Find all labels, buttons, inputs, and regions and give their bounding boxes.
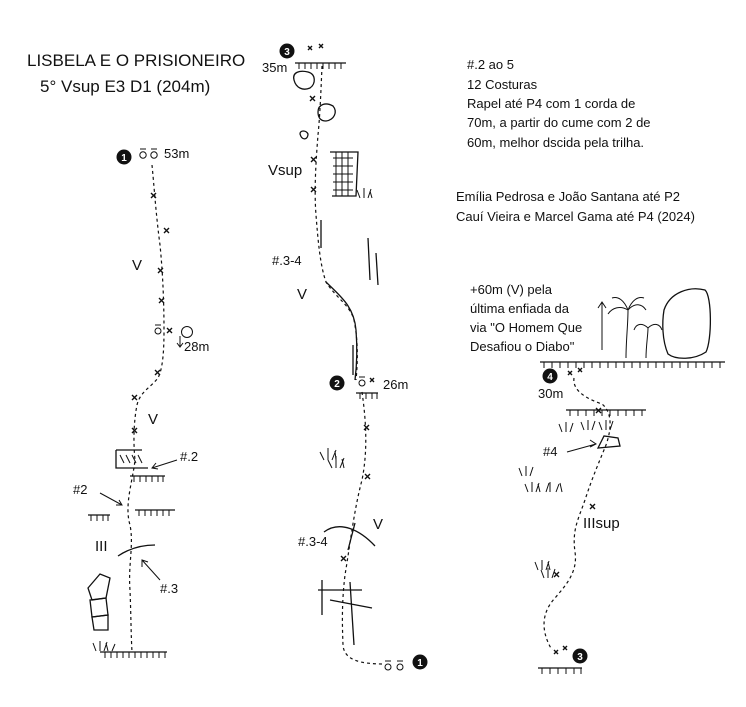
credit-line-2: Cauí Vieira e Marcel Gama até P4 (2024) bbox=[456, 209, 695, 224]
pitch-4-route-line bbox=[543, 377, 611, 651]
grass-icon bbox=[356, 188, 373, 199]
up-arrow-icon bbox=[597, 301, 607, 350]
bolt-markers bbox=[553, 407, 602, 578]
route-credits: Emília Pedrosa e João Santana até P2 Cau… bbox=[456, 189, 695, 224]
anchor-rings-icon bbox=[358, 376, 366, 387]
pitch-1-grade-upper: V bbox=[132, 257, 142, 274]
bush-icon bbox=[518, 466, 563, 579]
pitch-2-cams: #.3-4 bbox=[298, 534, 328, 549]
credit-line-1: Emília Pedrosa e João Santana até P2 bbox=[456, 189, 680, 204]
belay-marker-3-top bbox=[279, 43, 295, 59]
pitch-3-belay-length: 35m bbox=[262, 60, 287, 75]
bolt-markers bbox=[340, 424, 371, 562]
rappel-ring-icon bbox=[154, 324, 193, 348]
belay-marker-top bbox=[116, 149, 132, 165]
pitch-4-belay-length: 30m bbox=[538, 386, 563, 401]
pitch-1-route-line bbox=[127, 164, 165, 653]
pillar-line bbox=[325, 281, 358, 381]
belay-marker-3-top-label: 3 bbox=[284, 47, 290, 58]
anchor-bolts-icon bbox=[567, 367, 583, 376]
extension-line-2: última enfiada da bbox=[470, 301, 570, 316]
cam-b-arrow-icon bbox=[99, 492, 123, 506]
palm-tree-icon bbox=[607, 297, 663, 359]
belay-marker-2 bbox=[329, 375, 345, 391]
bolt-markers bbox=[309, 95, 317, 193]
extension-line-1: +60m (V) pela bbox=[470, 282, 553, 297]
topo-title: LISBELA E O PRISIONEIRO bbox=[27, 51, 245, 70]
note-rappel-1: Rapel até P4 com 1 corda de bbox=[467, 96, 635, 111]
pitch-2-route-line bbox=[341, 391, 385, 665]
summit-boulder bbox=[662, 288, 712, 359]
pitch-1-cam-b: #2 bbox=[73, 482, 87, 497]
pitch-4-panel: +60m (V) pela última enfiada da via "O H… bbox=[470, 282, 725, 674]
anchor-bolts-icon bbox=[307, 43, 324, 51]
crack-grid bbox=[318, 580, 373, 646]
belay-marker-4-label: 4 bbox=[547, 372, 553, 383]
pitch-1-belay-length: 53m bbox=[164, 146, 189, 161]
pitch-1-rappel-length: 28m bbox=[184, 339, 209, 354]
belay-marker-3-bottom-label: 3 bbox=[577, 652, 583, 663]
belay-marker-2-label: 2 bbox=[334, 379, 340, 390]
note-rappel-3: 60m, melhor dscida pela trilha. bbox=[467, 135, 644, 150]
note-rappel-2: 70m, a partir do cume com 2 de bbox=[467, 115, 651, 130]
pitch-1-panel: 1 53m 28m V V bbox=[73, 146, 209, 658]
pitch-1-cam-a: #.2 bbox=[180, 449, 198, 464]
anchor-rings-icon bbox=[384, 660, 404, 671]
anchor-bolts-icon bbox=[553, 645, 568, 655]
note-cams: #.2 ao 5 bbox=[467, 57, 514, 72]
boulder-stack bbox=[87, 573, 111, 631]
roof-feature bbox=[115, 449, 165, 482]
ledge-features bbox=[88, 509, 175, 557]
cam-arrow-icon bbox=[566, 439, 597, 453]
boulder-a bbox=[293, 70, 315, 90]
belay-marker-1-bottom bbox=[412, 654, 428, 670]
belay-marker-3-bottom bbox=[572, 648, 588, 664]
cam-a-arrow-icon bbox=[151, 459, 178, 470]
bolt-markers bbox=[131, 192, 173, 434]
topo-subtitle: 5° Vsup E3 D1 (204m) bbox=[40, 77, 210, 96]
cam-c-arrow-icon bbox=[141, 559, 161, 581]
route-notes: #.2 ao 5 12 Costuras Rapel até P4 com 1 … bbox=[467, 57, 651, 150]
crack-flake-feature bbox=[330, 151, 359, 197]
pitch-2-belay-length: 26m bbox=[383, 377, 408, 392]
chockstone bbox=[596, 435, 621, 449]
belay-marker-top-label: 1 bbox=[121, 153, 127, 164]
anchor-rings-icon bbox=[139, 148, 158, 159]
belay-marker-1-bottom-label: 1 bbox=[417, 658, 423, 669]
pitch-2-3-panel: 3 35m Vsup #.3-4 V bbox=[262, 43, 428, 671]
pitch-1-grade-start: III bbox=[95, 538, 108, 555]
pitch-4-cams: #4 bbox=[543, 444, 557, 459]
note-quickdraws: 12 Costuras bbox=[467, 77, 538, 92]
pitch-3-grade-lower: V bbox=[297, 286, 307, 303]
pitch-4-grade: IIIsup bbox=[583, 515, 620, 532]
crack-lines bbox=[320, 220, 379, 286]
extension-line-4: Desafiou o Diabo" bbox=[470, 339, 575, 354]
bush-icon bbox=[558, 420, 614, 433]
bush-icon bbox=[319, 448, 345, 469]
pitch-3-cams: #.3-4 bbox=[272, 253, 302, 268]
pitch-2-grade: V bbox=[373, 516, 383, 533]
base-ground bbox=[92, 641, 167, 658]
belay-marker-4 bbox=[542, 368, 558, 384]
pitch-1-cam-c: #.3 bbox=[160, 581, 178, 596]
pitch-1-grade-lower: V bbox=[148, 411, 158, 428]
boulder-c bbox=[299, 130, 309, 140]
pitch-3-grade-upper: Vsup bbox=[268, 162, 302, 179]
boulder-b bbox=[317, 103, 336, 122]
extension-line-3: via "O Homem Que bbox=[470, 320, 582, 335]
